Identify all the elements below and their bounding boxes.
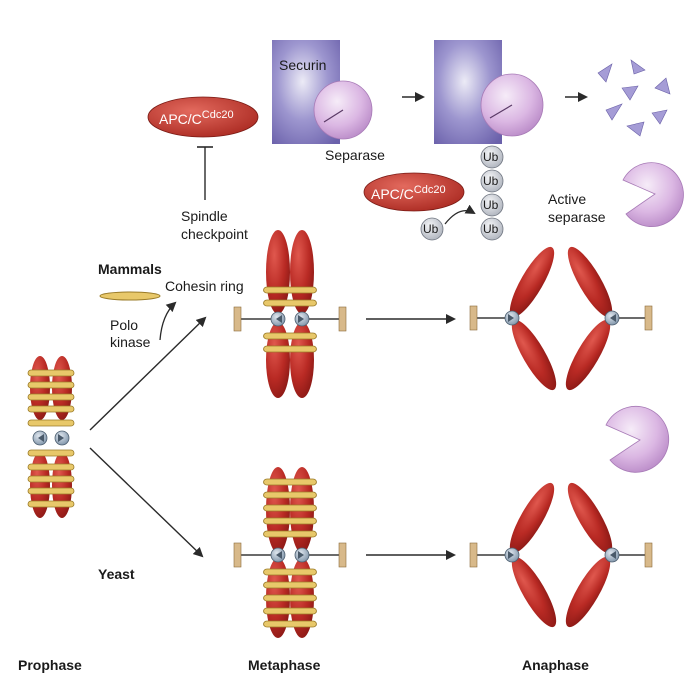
metaphase-label: Metaphase <box>248 657 321 673</box>
polo-kinase-arrow <box>159 301 177 341</box>
active-separase: Active separase <box>548 162 684 227</box>
securin-separase-ubiquitinated: Ub Ub Ub Ub <box>434 40 544 241</box>
separase-active-label: separase <box>548 209 606 225</box>
ub-transfer-arrow <box>444 204 476 225</box>
ub-free <box>420 217 444 241</box>
mammals-label: Mammals <box>98 261 162 277</box>
checkpoint-label: checkpoint <box>181 226 248 242</box>
active-separase-pacman <box>622 162 684 227</box>
apc-cdc20-upper: APC/CCdc20 <box>147 96 259 138</box>
anaphase-chromatids-yeast <box>469 482 653 628</box>
ub-label-3: Ub <box>483 198 499 212</box>
separase-label: Separase <box>325 147 385 163</box>
cohesin-ring-free: Cohesin ring <box>99 278 244 301</box>
anaphase-label: Anaphase <box>522 657 589 673</box>
active-separase-yeast <box>605 405 670 473</box>
degraded-securin-fragments <box>597 59 671 137</box>
apc-cdc20-ellipse-lower <box>363 172 465 212</box>
spindle-label: Spindle <box>181 208 228 224</box>
active-label: Active <box>548 191 586 207</box>
ub-label-1: Ub <box>483 150 499 164</box>
arrow-prophase-to-mammals <box>89 316 207 431</box>
spindle-checkpoint-inhibition: Spindle checkpoint <box>181 146 248 242</box>
apc-cdc20-label-lower: APC/CCdc20 <box>371 184 446 202</box>
prophase-label: Prophase <box>18 657 82 673</box>
apc-cdc20-ellipse <box>147 96 259 138</box>
apc-cdc20-lower: APC/CCdc20 Ub <box>363 172 476 241</box>
prophase-chromosome <box>27 356 75 518</box>
anaphase-chromatids-mammals <box>469 246 653 391</box>
apc-cdc20-label: APC/CCdc20 <box>159 109 234 127</box>
arrow-prophase-to-yeast <box>89 447 204 558</box>
cohesin-ring-label: Cohesin ring <box>165 278 244 294</box>
metaphase-chromosome-yeast <box>233 467 347 638</box>
polo-label: Polo <box>110 317 138 333</box>
metaphase-chromosome-mammals <box>233 230 347 398</box>
ub-free-label: Ub <box>423 222 439 236</box>
securin-label: Securin <box>279 57 326 73</box>
yeast-label: Yeast <box>98 566 135 582</box>
kinase-label: kinase <box>110 334 151 350</box>
ub-label-2: Ub <box>483 174 499 188</box>
ubiquitin-chain: Ub Ub Ub Ub <box>480 145 504 241</box>
securin-separase-complex-left: Securin Separase <box>272 40 385 163</box>
ub-label-4: Ub <box>483 222 499 236</box>
